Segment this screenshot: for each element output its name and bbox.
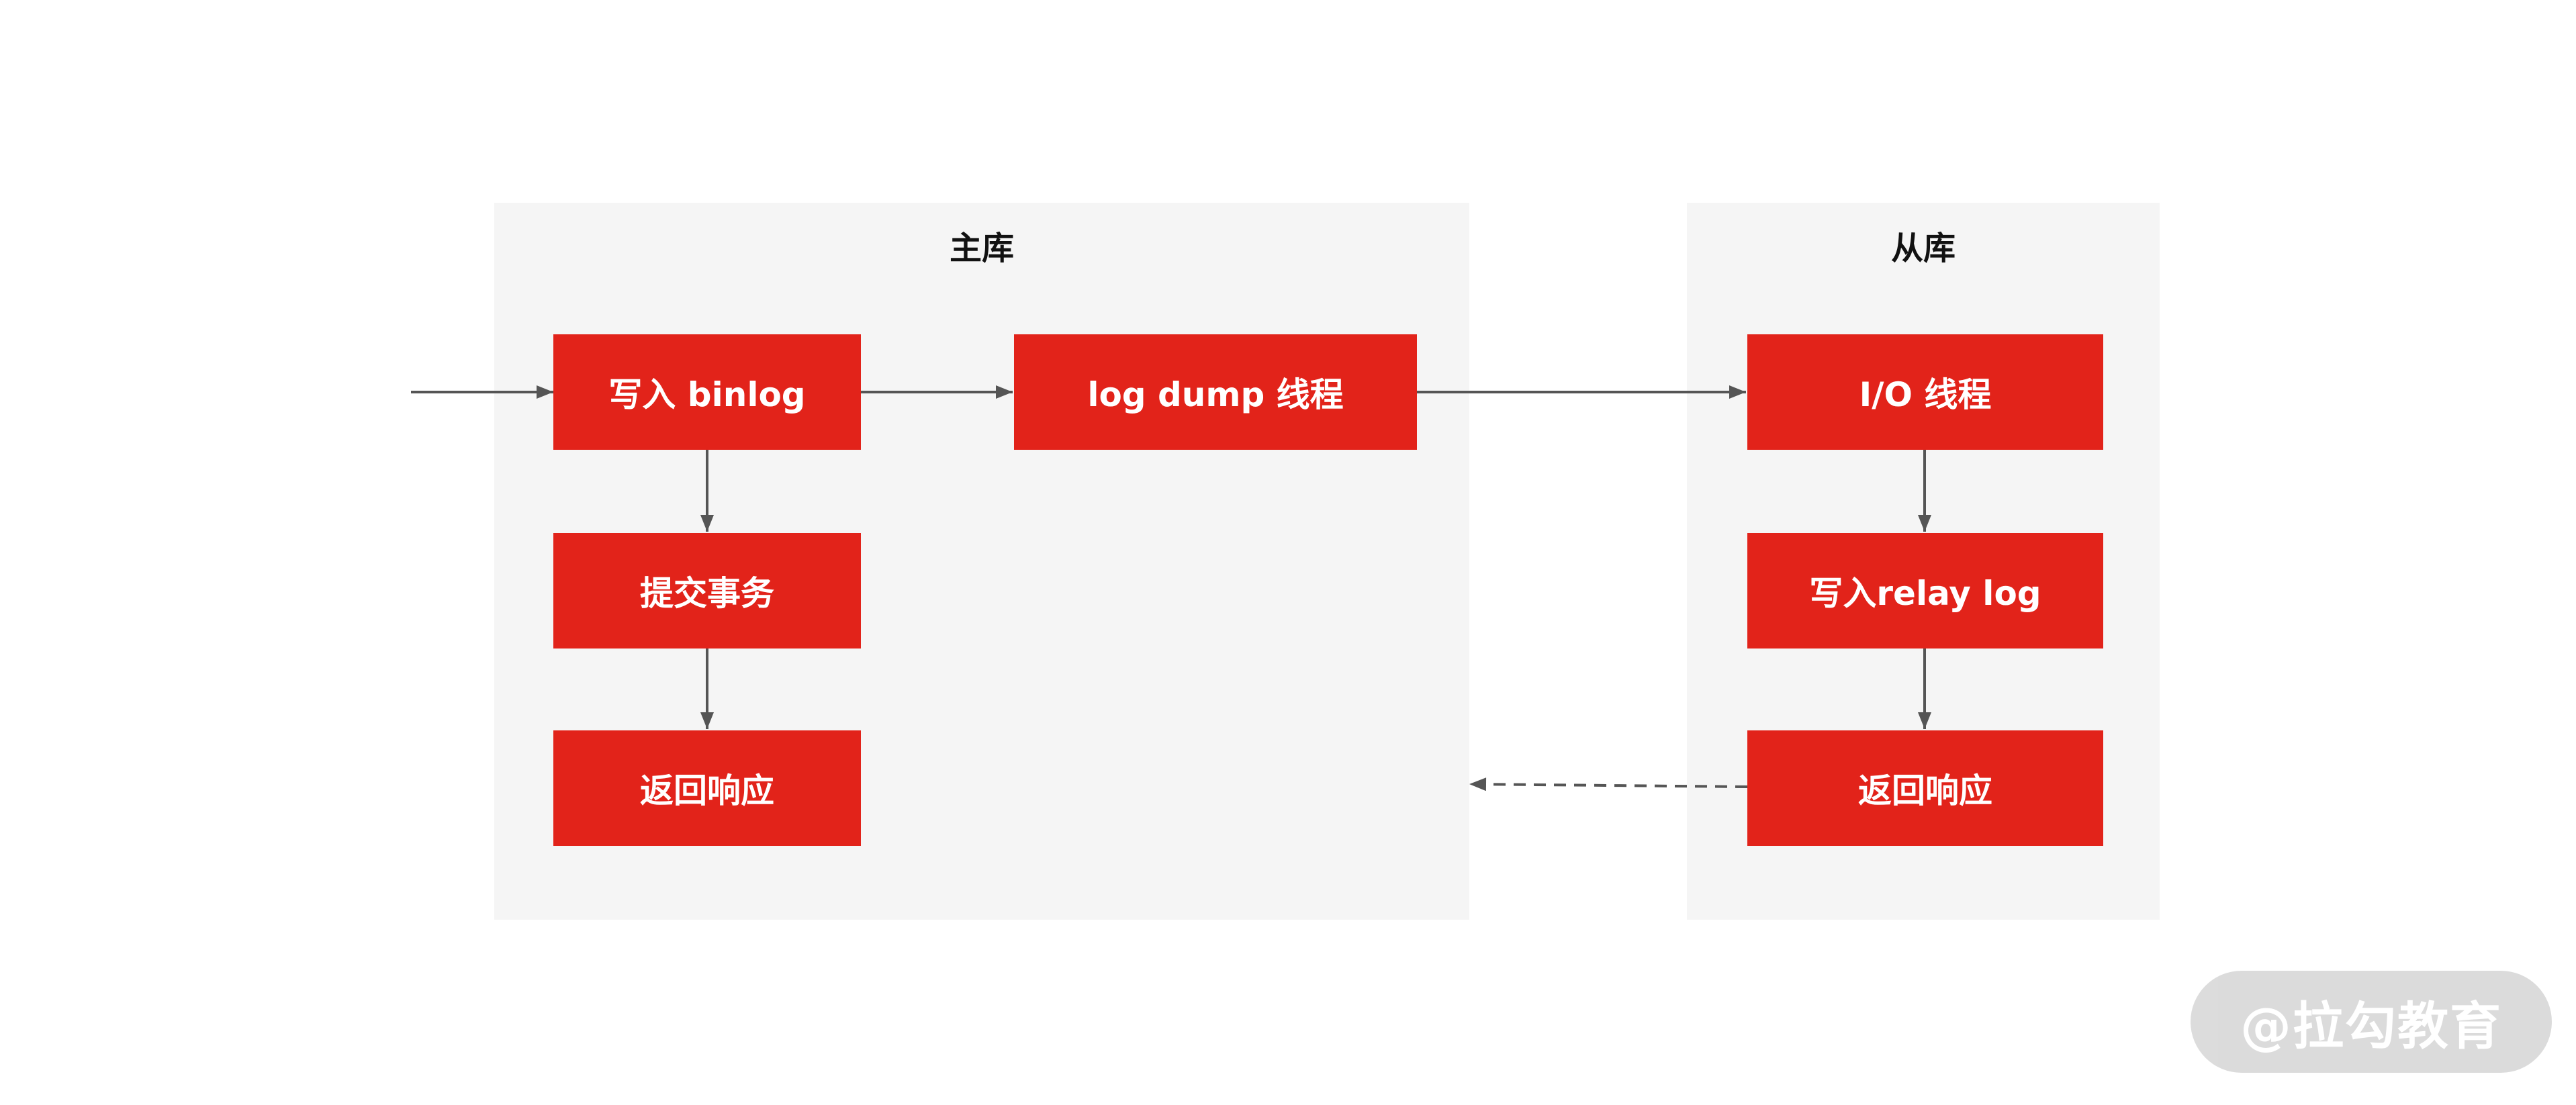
- master-response-box: 返回响应: [553, 730, 861, 846]
- commit-transaction-box: 提交事务: [553, 533, 861, 648]
- master-title: 主库: [949, 230, 1014, 267]
- log-dump-thread-box: log dump 线程: [1014, 334, 1417, 450]
- slave-response-box: 返回响应: [1747, 730, 2103, 846]
- slave-title: 从库: [1890, 230, 1956, 267]
- io-thread-box: I/O 线程: [1747, 334, 2103, 450]
- write-binlog-box: 写入 binlog: [553, 334, 861, 450]
- write-relay-log-box: 写入relay log: [1747, 533, 2103, 648]
- arrow-slave-ack-dashed: [1469, 777, 1748, 791]
- watermark-badge: @拉勾教育: [2191, 971, 2552, 1073]
